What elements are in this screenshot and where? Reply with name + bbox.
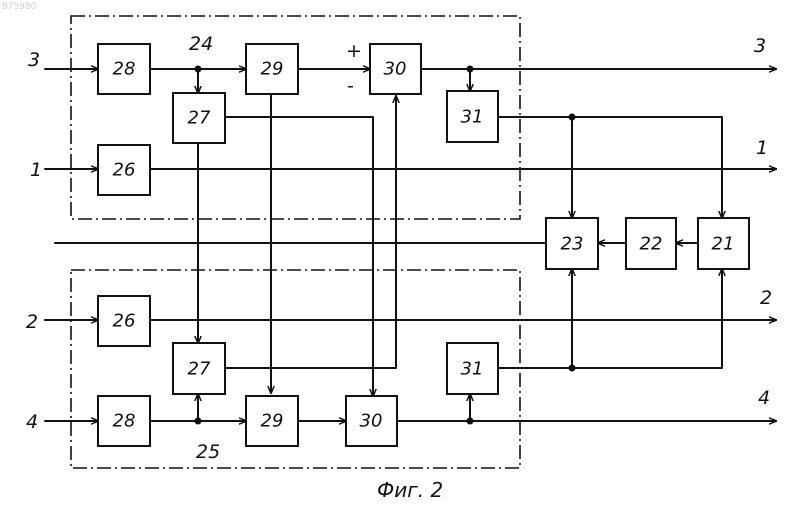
input-label-3: 3 <box>28 49 40 71</box>
block-21: 21 <box>698 218 749 269</box>
svg-text:29: 29 <box>261 411 284 432</box>
block-28-bottom: 28 <box>98 396 150 446</box>
svg-text:21: 21 <box>712 234 735 255</box>
svg-text:22: 22 <box>640 234 663 255</box>
input-label-2: 2 <box>26 311 38 333</box>
svg-text:31: 31 <box>461 107 484 128</box>
svg-text:27: 27 <box>188 359 211 380</box>
block-23: 23 <box>546 218 598 269</box>
block-30-bottom: 30 <box>346 396 397 446</box>
line-27bot-to-30top <box>225 96 396 368</box>
svg-text:29: 29 <box>261 59 284 80</box>
svg-text:31: 31 <box>461 359 484 380</box>
block-30-top: 30 <box>370 44 421 94</box>
output-label-2: 2 <box>760 287 772 309</box>
junction-31bot <box>569 365 576 372</box>
svg-text:26: 26 <box>113 160 136 181</box>
block-26-top: 26 <box>98 145 150 195</box>
corner-mark: 875980 <box>2 2 37 12</box>
block-31-bottom: 31 <box>447 343 498 394</box>
svg-text:30: 30 <box>384 59 407 80</box>
block-27-bottom: 27 <box>173 343 225 394</box>
minus-sign: - <box>347 75 354 97</box>
svg-text:28: 28 <box>113 59 136 80</box>
input-label-4: 4 <box>26 411 38 433</box>
figure-caption: Фиг. 2 <box>377 478 443 502</box>
group-label-25: 25 <box>196 441 220 463</box>
junction-out4 <box>467 418 474 425</box>
junction-24 <box>195 66 202 73</box>
block-28-top: 28 <box>98 44 150 94</box>
block-26-bottom: 26 <box>98 296 150 346</box>
group-label-24: 24 <box>189 33 213 55</box>
line-31bot-to-21 <box>498 269 722 368</box>
block-29-top: 29 <box>246 44 298 94</box>
output-label-1: 1 <box>756 137 768 159</box>
line-27top-to-30bot <box>225 117 373 396</box>
block-29-bottom: 29 <box>246 396 298 446</box>
plus-sign: + <box>346 40 362 62</box>
input-label-1: 1 <box>30 159 42 181</box>
svg-text:28: 28 <box>113 411 136 432</box>
junction-31top <box>569 114 576 121</box>
svg-text:23: 23 <box>561 234 584 255</box>
block-22: 22 <box>626 218 676 269</box>
block-27-top: 27 <box>173 93 225 143</box>
svg-text:26: 26 <box>113 311 136 332</box>
line-31top-to-21 <box>498 117 722 218</box>
junction-out3 <box>467 66 474 73</box>
output-label-3: 3 <box>754 35 766 57</box>
junction-25 <box>195 418 202 425</box>
output-label-4: 4 <box>758 387 770 409</box>
svg-text:27: 27 <box>188 108 211 129</box>
svg-text:30: 30 <box>360 411 383 432</box>
block-31-top: 31 <box>447 91 498 142</box>
